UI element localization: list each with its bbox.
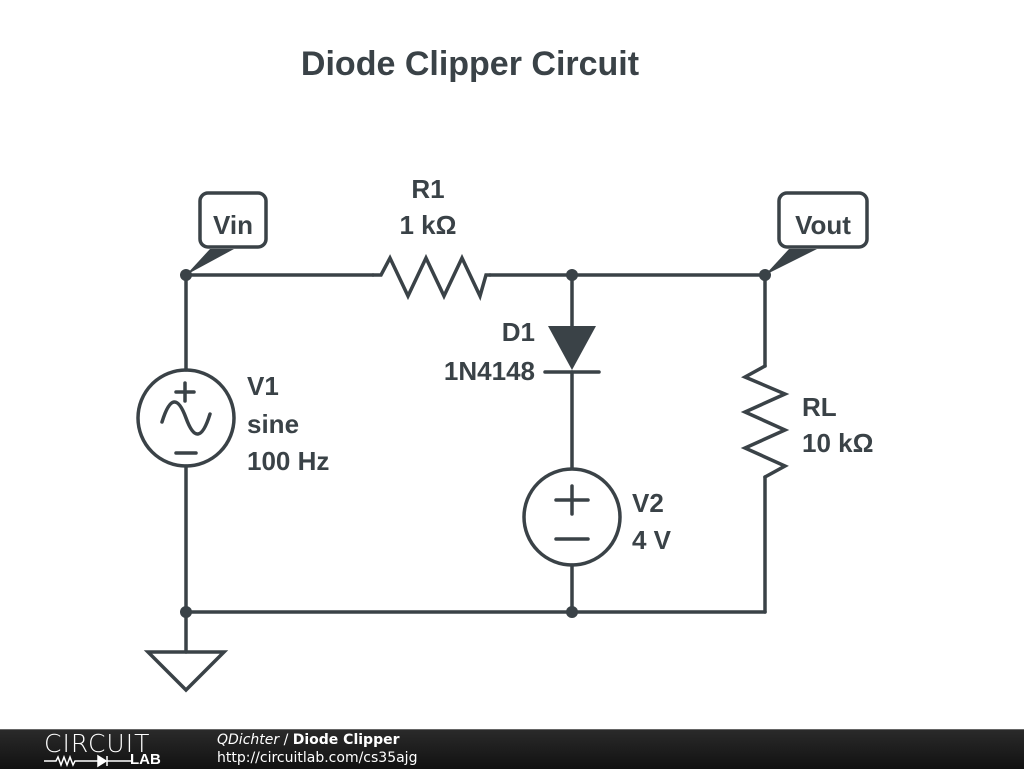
circuit-url[interactable]: http://circuitlab.com/cs35ajg [217, 750, 418, 766]
v1-value: 100 Hz [247, 446, 329, 476]
voltage-source-v2[interactable] [522, 467, 622, 567]
r1-name: R1 [411, 174, 444, 204]
resistor-r1[interactable] [371, 253, 492, 301]
rl-name: RL [802, 392, 837, 422]
node-label-box-vin[interactable] [198, 191, 268, 249]
v2-name: V2 [632, 488, 664, 518]
node-label-vin: Vin [213, 210, 253, 240]
node-pointer-vin [186, 249, 234, 275]
d1-value: 1N4148 [444, 356, 535, 386]
resistor-rl[interactable] [740, 364, 790, 479]
separator: / [279, 732, 293, 748]
resistor-diode-logo-icon [44, 754, 132, 768]
circuitlab-logo-lab: LAB [130, 751, 161, 768]
junction-dot [180, 269, 192, 281]
schematic: Diode Clipper Circuit R1 1 kΩ Vin Vout D… [136, 45, 873, 693]
sine-wave-icon [160, 400, 212, 436]
rl-value: 10 kΩ [802, 428, 873, 458]
junction-dot [566, 269, 578, 281]
ground-icon [143, 650, 229, 693]
node-label-vout: Vout [795, 210, 851, 240]
junction-dot [759, 269, 771, 281]
v1-type: sine [247, 409, 299, 439]
circuit-name[interactable]: Diode Clipper [292, 732, 400, 748]
author-link[interactable]: QDichter [217, 732, 280, 748]
node-label-box-vout[interactable] [777, 191, 869, 249]
diode-d1[interactable] [548, 326, 596, 370]
footer-bar: CIRCUIT LAB QDichter / Diode Clipper htt… [0, 729, 1024, 769]
v2-value: 4 V [632, 525, 672, 555]
junction-dot [566, 606, 578, 618]
d1-name: D1 [502, 317, 535, 347]
node-pointer-vout [765, 249, 817, 275]
circuitlab-logo-text[interactable]: CIRCUIT [44, 729, 151, 758]
v1-name: V1 [247, 371, 279, 401]
circuit-credit: QDichter / Diode Clipper [217, 732, 400, 748]
junction-dot [180, 606, 192, 618]
page-title: Diode Clipper Circuit [301, 45, 639, 83]
r1-value: 1 kΩ [400, 210, 457, 240]
